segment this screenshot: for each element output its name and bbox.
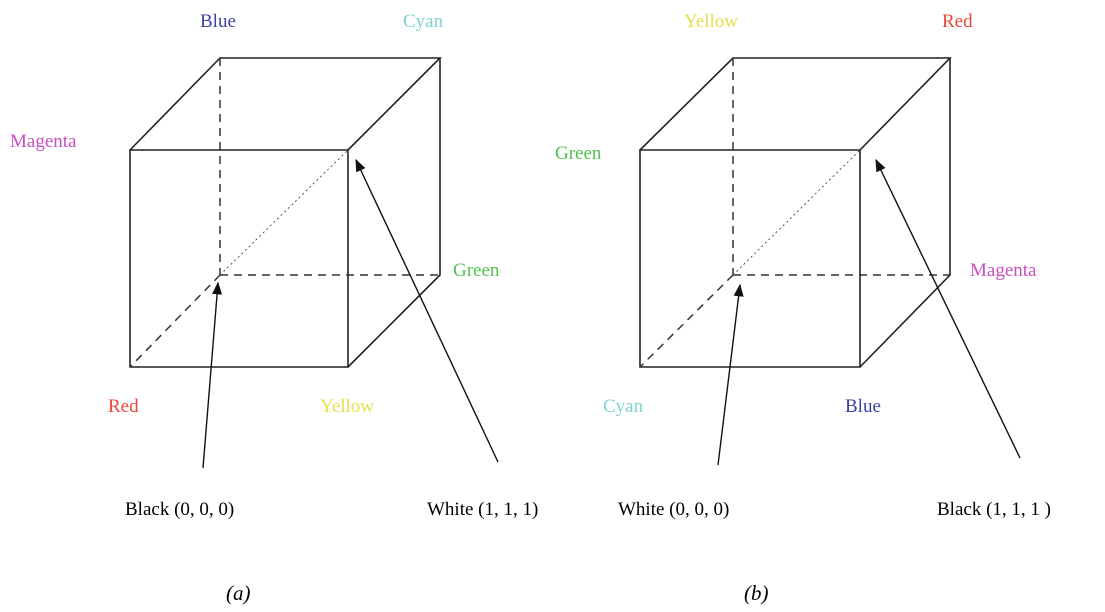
cube-b-annotation-origin: White (0, 0, 0) — [618, 499, 729, 520]
cube-b-arrow-opposite — [875, 158, 1021, 459]
cube-b-label-front-top-left: Green — [555, 143, 602, 164]
cube-b-label-back-bottom-right: Magenta — [970, 260, 1037, 281]
cube-b-top-edges — [639, 57, 952, 151]
cube-a-front-face — [129, 149, 349, 368]
cube-a-arrow-origin — [202, 281, 223, 469]
cube-a-top-edges — [129, 57, 442, 151]
cube-b-caption: (b) — [744, 581, 769, 605]
cube-a-arrow-opposite — [355, 158, 499, 463]
cube-b-arrow-origin — [717, 283, 744, 466]
cube-a-right-edges — [347, 58, 441, 368]
cube-a-hidden-depth — [129, 274, 221, 368]
cube-b-label-front-bottom-right: Blue — [845, 396, 881, 417]
cube-a-label-front-top-left: Magenta — [10, 131, 77, 152]
cube-a-annotation-origin: Black (0, 0, 0) — [125, 499, 234, 520]
cube-b-label-back-top-right: Red — [942, 11, 973, 32]
cube-a-label-back-top-left: Blue — [200, 11, 236, 32]
cube-a-label-front-bottom-right: Yellow — [320, 396, 374, 417]
cube-b-diagonal — [732, 149, 861, 276]
cube-a-annotation-opposite: White (1, 1, 1) — [427, 499, 538, 520]
cube-b-annotation-opposite: Black (1, 1, 1 ) — [937, 499, 1051, 520]
cube-a-diagonal — [219, 149, 349, 276]
cube-a-label-back-bottom-right: Green — [453, 260, 500, 281]
cube-a-label-back-top-right: Cyan — [403, 11, 444, 32]
cube-b-label-back-top-left: Yellow — [684, 11, 738, 32]
cube-a-caption: (a) — [226, 581, 251, 605]
cube-b-label-front-bottom-left: Cyan — [603, 396, 644, 417]
cube-b-hidden-depth — [639, 274, 734, 368]
cube-b: Yellow Red Green Magenta Cyan Blue White… — [555, 11, 1051, 605]
cube-a: Blue Cyan Magenta Green Red Yellow Black… — [10, 11, 538, 605]
cube-a-label-front-bottom-left: Red — [108, 396, 139, 417]
